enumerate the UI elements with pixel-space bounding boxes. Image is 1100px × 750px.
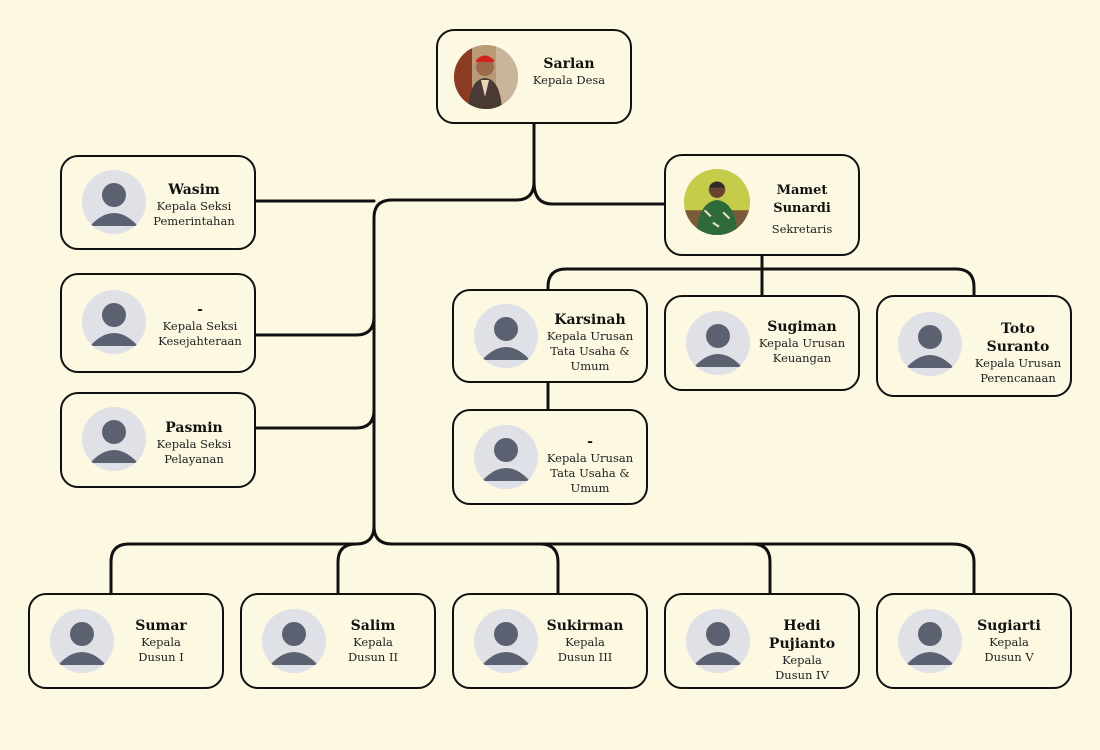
user-placeholder-icon	[82, 170, 146, 234]
connector-line	[253, 408, 376, 430]
person-role: Kepala Desa	[532, 73, 606, 87]
card-kadus-3[interactable]: Sukirman Kepala Dusun III	[452, 593, 648, 689]
card-sekretaris[interactable]: Mamet Sunardi Sekretaris	[664, 154, 860, 256]
connector-line	[532, 180, 667, 206]
user-placeholder-icon	[82, 290, 146, 354]
card-kasi-pelayanan[interactable]: Pasmin Kepala Seksi Pelayanan	[60, 392, 256, 488]
connector-line	[538, 542, 560, 596]
person-role: Kepala Dusun IV	[775, 653, 829, 682]
photo-avatar	[454, 45, 518, 109]
person-role: Kepala Dusun V	[984, 635, 1034, 664]
person-role: Kepala Dusun II	[347, 635, 399, 664]
person-name: -	[197, 302, 203, 318]
connector-line	[253, 315, 376, 337]
card-kadus-2[interactable]: Salim Kepala Dusun II	[240, 593, 436, 689]
user-placeholder-icon	[474, 609, 538, 673]
person-role: Kepala Urusan Tata Usaha & Umum	[546, 329, 634, 373]
person-role: Kepala Urusan Keuangan	[758, 336, 846, 365]
person-role: Kepala Urusan Tata Usaha & Umum	[546, 451, 634, 495]
person-name: Sukirman	[546, 618, 624, 634]
person-name: Hedi Pujianto	[768, 618, 836, 652]
card-kadus-1[interactable]: Sumar Kepala Dusun I	[28, 593, 224, 689]
connector-line	[390, 542, 976, 596]
person-name: Toto Suranto	[986, 321, 1050, 355]
photo-avatar	[684, 169, 750, 235]
connector-line	[109, 524, 376, 596]
person-name: Sugiarti	[977, 618, 1041, 634]
person-role: Kepala Dusun III	[557, 635, 613, 664]
user-placeholder-icon	[262, 609, 326, 673]
person-name: Sarlan	[543, 56, 595, 72]
user-placeholder-icon	[898, 312, 962, 376]
card-kasi-pemerintahan[interactable]: Wasim Kepala Seksi Pemerintahan	[60, 155, 256, 250]
person-name: Karsinah	[554, 312, 626, 328]
person-name: -	[587, 434, 593, 450]
card-kasi-kesejahteraan[interactable]: - Kepala Seksi Kesejahteraan	[60, 273, 256, 373]
person-name: Sumar	[135, 618, 187, 634]
user-placeholder-icon	[686, 609, 750, 673]
person-role: Kepala Seksi Pemerintahan	[153, 199, 235, 228]
connector-line	[750, 542, 772, 596]
person-name: Mamet Sunardi	[773, 183, 831, 216]
person-role: Kepala Seksi Kesejahteraan	[158, 319, 242, 348]
user-placeholder-icon	[898, 609, 962, 673]
card-kadus-5[interactable]: Sugiarti Kepala Dusun V	[876, 593, 1072, 689]
connector-line	[336, 542, 358, 596]
person-name: Pasmin	[165, 420, 223, 436]
person-role: Kepala Dusun I	[138, 635, 184, 664]
card-kaur-keuangan[interactable]: Sugiman Kepala Urusan Keuangan	[664, 295, 860, 391]
person-name: Sugiman	[767, 319, 837, 335]
user-placeholder-icon	[82, 407, 146, 471]
connector-line	[546, 267, 976, 299]
person-name: Wasim	[168, 182, 220, 198]
user-placeholder-icon	[50, 609, 114, 673]
card-kaur-tu-umum[interactable]: Karsinah Kepala Urusan Tata Usaha & Umum	[452, 289, 648, 383]
card-kepala-desa[interactable]: Sarlan Kepala Desa	[436, 29, 632, 124]
person-role: Sekretaris	[771, 222, 833, 236]
person-name: Salim	[350, 618, 396, 634]
user-placeholder-icon	[474, 425, 538, 489]
user-placeholder-icon	[474, 304, 538, 368]
person-role: Kepala Urusan Perencanaan	[974, 356, 1062, 385]
card-kaur-tu-umum-2[interactable]: - Kepala Urusan Tata Usaha & Umum	[452, 409, 648, 505]
card-kadus-4[interactable]: Hedi Pujianto Kepala Dusun IV	[664, 593, 860, 689]
person-role: Kepala Seksi Pelayanan	[156, 437, 232, 466]
connector-line	[372, 180, 536, 546]
card-kaur-perencanaan[interactable]: Toto Suranto Kepala Urusan Perencanaan	[876, 295, 1072, 397]
user-placeholder-icon	[686, 311, 750, 375]
